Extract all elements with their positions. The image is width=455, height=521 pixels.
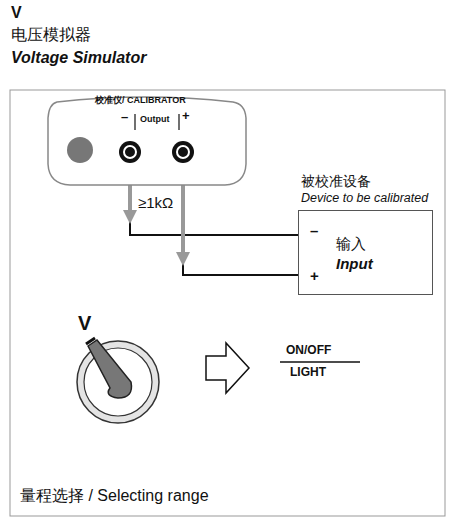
node-text: – [310, 222, 318, 239]
calibrator-outline [45, 92, 250, 187]
switch-position: V [78, 312, 91, 335]
calibrator-housing: 校准仪/ CALIBRATOR – Output + [45, 92, 250, 187]
wire-line [183, 185, 298, 275]
wire [183, 185, 298, 275]
wire [130, 185, 298, 235]
device-box: 被校准设备Device to be calibrated–输入Input+ [298, 210, 433, 295]
jack [119, 141, 141, 163]
terminal-bar [178, 114, 179, 130]
hollow-arrow [206, 343, 249, 393]
rotary-switch [77, 338, 159, 423]
jack [172, 141, 194, 163]
node-text: 校准仪/ CALIBRATOR [95, 95, 186, 105]
caption: 量程选择 / Selecting range [20, 487, 209, 505]
key-label: ON/OFF [286, 344, 331, 358]
title-cn: 电压模拟器 [11, 26, 91, 44]
node-text: 输入 [336, 235, 366, 252]
mode-letter: V [11, 4, 22, 22]
node-text: Output [140, 114, 170, 124]
frame [10, 90, 445, 516]
node-text: – [121, 110, 128, 125]
key-divider [280, 361, 360, 363]
key-label: LIGHT [290, 366, 326, 380]
jack-ring [177, 146, 189, 158]
terminal-bar [134, 114, 135, 130]
node-text: Input [336, 255, 373, 272]
node-text: + [182, 109, 190, 124]
resistance-note: ≥1kΩ [138, 194, 173, 211]
housing-outline [48, 97, 246, 185]
title-en: Voltage Simulator [11, 49, 146, 67]
node-text: Device to be calibrated [301, 191, 428, 205]
push-button [67, 137, 93, 163]
wire-line [130, 185, 298, 235]
node-text: + [310, 267, 319, 284]
jack-ring [124, 146, 136, 158]
node-text: 被校准设备 [301, 173, 371, 189]
